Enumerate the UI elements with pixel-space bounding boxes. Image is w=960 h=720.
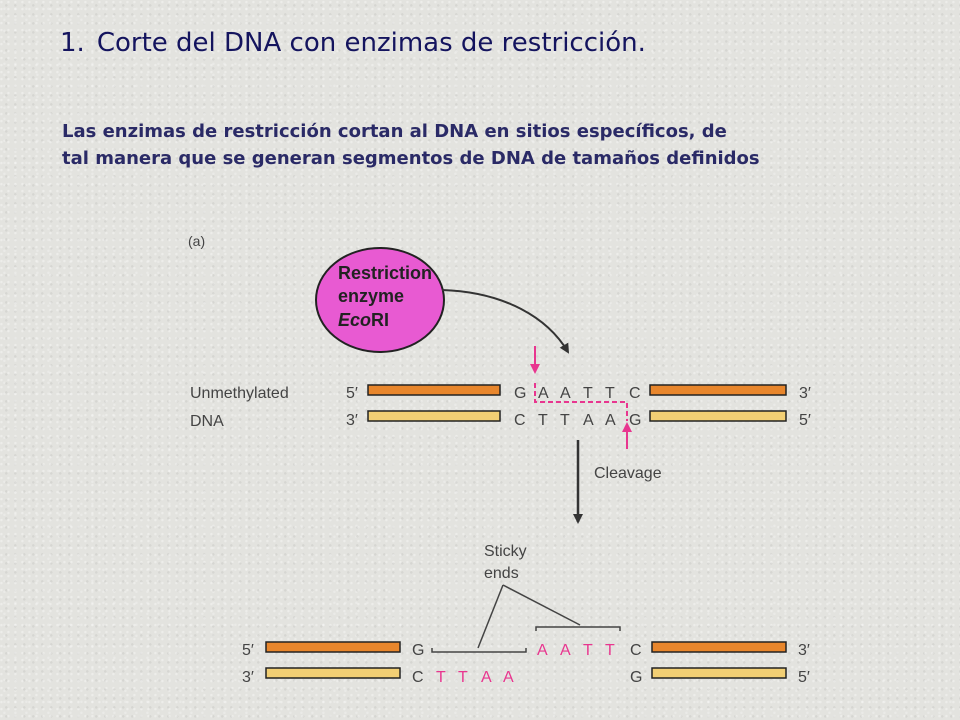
right-overhang-base-4: T: [605, 642, 615, 659]
cleavage-path: [534, 383, 628, 421]
top-strand-3prime-label: 3′: [799, 385, 811, 402]
left-overhang-base-4: A: [481, 669, 492, 686]
bottom-sequence: C T T A A G: [514, 412, 641, 429]
enzyme-label-line-3: EcoRI: [338, 310, 389, 330]
right-overhang-base-3: T: [583, 642, 593, 659]
left-product-5prime-label: 5′: [242, 642, 254, 659]
left-overhang-base-2: T: [436, 669, 446, 686]
enzyme-ellipse: [315, 247, 445, 353]
title-number: 1.: [60, 28, 85, 58]
enzyme-label-line-2: enzyme: [338, 286, 404, 306]
right-overhang-base-2: A: [560, 642, 571, 659]
bottom-base-1: C: [514, 412, 526, 429]
right-overhang-base-1: A: [537, 642, 548, 659]
left-overhang-base-3: T: [458, 669, 468, 686]
bottom-strand-left: [367, 410, 501, 422]
left-product-3prime-label: 3′: [242, 669, 254, 686]
bottom-base-2: T: [538, 412, 548, 429]
top-strand-right: [649, 384, 787, 396]
left-product-top-base: G: [412, 642, 424, 659]
dna-label-line-1: Unmethylated: [190, 385, 289, 402]
bottom-strand-right: [649, 410, 787, 422]
dna-label-line-2: DNA: [190, 413, 224, 430]
bottom-base-6: G: [629, 412, 641, 429]
subtitle-line-1: Las enzimas de restricción cortan al DNA…: [62, 121, 727, 142]
right-overhang-sequence: A A T T C: [537, 642, 642, 659]
top-base-5: T: [605, 385, 615, 402]
slide-subtitle: Las enzimas de restricción cortan al DNA…: [62, 118, 942, 172]
right-product-3prime-label: 3′: [798, 642, 810, 659]
left-overhang-base-5: A: [503, 669, 514, 686]
top-base-1: G: [514, 385, 526, 402]
left-overhang-bracket: [431, 648, 527, 653]
right-product-top-strand: [651, 641, 787, 653]
bottom-base-3: T: [560, 412, 570, 429]
panel-label: (a): [188, 233, 205, 249]
top-sequence: G A A T T C: [514, 385, 641, 402]
right-product-5prime-label: 5′: [798, 669, 810, 686]
left-product-top-strand: [265, 641, 401, 653]
title-text: Corte del DNA con enzimas de restricción…: [96, 28, 646, 58]
enzyme-name-regular: RI: [371, 310, 389, 330]
sticky-pointer-left: [477, 584, 504, 649]
enzyme-to-site-arrow: [441, 289, 570, 354]
subtitle-line-2: tal manera que se generan segmentos de D…: [62, 148, 760, 169]
top-base-6: C: [629, 385, 641, 402]
cleavage-label: Cleavage: [594, 465, 662, 482]
top-strand-left: [367, 384, 501, 396]
bottom-strand-3prime-label: 3′: [346, 412, 358, 429]
right-overhang-base-5: C: [630, 642, 642, 659]
top-base-3: A: [560, 385, 571, 402]
enzyme-name-italic: Eco: [338, 310, 371, 330]
right-product-bottom-strand: [651, 667, 787, 679]
left-overhang-base-1: C: [412, 669, 424, 686]
bottom-base-4: A: [583, 412, 594, 429]
left-overhang-sequence: C T T A A: [412, 669, 514, 686]
sticky-label-line-1: Sticky: [484, 543, 527, 560]
sticky-label-line-2: ends: [484, 565, 519, 582]
slide-title: 1. Corte del DNA con enzimas de restricci…: [60, 28, 646, 58]
bottom-strand-5prime-label: 5′: [799, 412, 811, 429]
right-overhang-bracket: [535, 626, 621, 631]
sticky-pointer-right: [502, 584, 581, 626]
top-strand-5prime-label: 5′: [346, 385, 358, 402]
enzyme-label-line-1: Restriction: [338, 263, 432, 283]
left-product-bottom-strand: [265, 667, 401, 679]
right-product-bottom-base: G: [630, 669, 642, 686]
bottom-base-5: A: [605, 412, 616, 429]
top-base-2: A: [538, 385, 549, 402]
top-base-4: T: [583, 385, 593, 402]
